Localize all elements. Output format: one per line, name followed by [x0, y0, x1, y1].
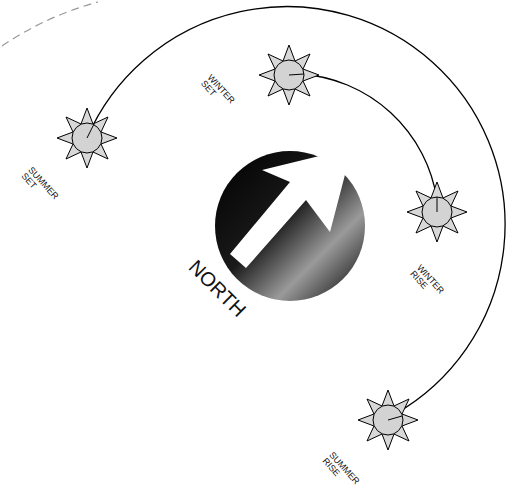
winter-rise-sun — [407, 182, 467, 242]
sun-label: WINTER SET — [198, 73, 237, 114]
north-badge — [215, 148, 365, 301]
winter-set-sun — [259, 45, 319, 105]
sun-label: SUMMER SET — [19, 165, 61, 209]
summer-arc — [87, 7, 505, 414]
sun-label: WINTER RISE — [408, 263, 449, 305]
summer-rise-sun — [358, 390, 418, 450]
summer-set-sun — [57, 108, 117, 168]
horizon-arc — [2, 2, 98, 46]
sun-label: SUMMER RISE — [320, 450, 362, 494]
